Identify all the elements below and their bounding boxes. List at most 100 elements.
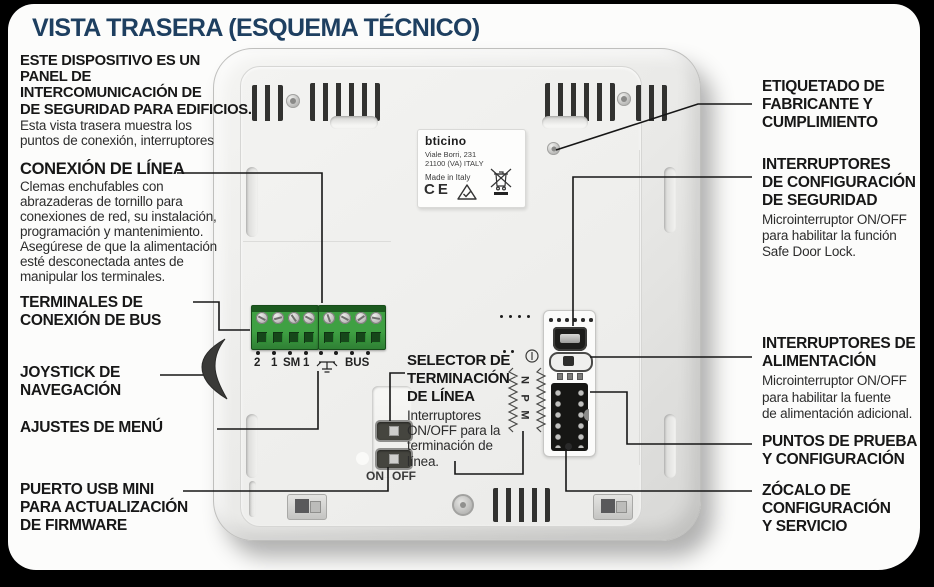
- terminal-screw: [370, 312, 382, 324]
- pin-dot: [549, 318, 553, 322]
- label-conexion-de-linea: CONEXIÓN DE LÍNEA Clemas enchufables con…: [20, 160, 217, 284]
- jumper-letter: P: [518, 394, 531, 402]
- on-label: ON: [366, 469, 384, 483]
- terminal-label: 1: [271, 357, 278, 369]
- intro-note: ESTE DISPOSITIVO ES UN PANEL DE INTERCOM…: [20, 53, 252, 149]
- pin-dot: [565, 318, 569, 322]
- brand-address: Viale Borri, 231 21100 (VA) ITALY: [425, 150, 484, 168]
- wire-slot: [257, 332, 267, 343]
- power-switch: [549, 352, 593, 372]
- terminal-label: 1: [303, 357, 310, 369]
- vent-slots: [636, 85, 667, 121]
- vent-slots: [493, 488, 550, 522]
- address-line: Viale Borri, 231: [425, 150, 477, 159]
- terminal-screw: [272, 312, 284, 324]
- panel-seam: [243, 241, 391, 242]
- pcb-dot: [503, 350, 506, 353]
- pin-dot: [573, 318, 577, 322]
- terminal-screw: [288, 312, 300, 324]
- made-in-text: Made in Italy: [425, 173, 471, 182]
- panel-recess: [542, 116, 588, 129]
- terminal-dot: [319, 351, 323, 355]
- terminal-dot: [334, 351, 338, 355]
- side-recess: [249, 481, 256, 517]
- pin-dot: [589, 318, 593, 322]
- pin-dot: [581, 318, 585, 322]
- pcb-dot: [527, 315, 530, 318]
- terminal-dot: [350, 351, 354, 355]
- side-recess: [246, 414, 258, 478]
- test-point-dot: [565, 443, 572, 450]
- weee-bin-icon: [490, 168, 512, 195]
- terminal-dot: [366, 351, 370, 355]
- label-etiquetado: ETIQUETADO DE FABRICANTE Y CUMPLIMIENTO: [762, 78, 885, 131]
- side-recess: [246, 167, 258, 237]
- terminal-dot: [304, 351, 308, 355]
- terminal-screw: [303, 312, 315, 324]
- bus-terminal-block: [318, 305, 386, 350]
- cert-triangle-icon: [457, 184, 477, 200]
- terminal-screw: [339, 312, 351, 324]
- terminal-screw: [323, 312, 335, 324]
- pcb-dot: [518, 315, 521, 318]
- off-label: OFF: [392, 469, 416, 483]
- terminal-label: 2: [254, 357, 261, 369]
- wire-slot: [340, 332, 350, 343]
- switch-pin: [577, 373, 583, 380]
- wire-slot: [273, 332, 283, 343]
- address-line: 21100 (VA) ITALY: [425, 159, 484, 168]
- pcb-dot: [500, 315, 503, 318]
- label-config-seguridad: INTERRUPTORES DE CONFIGURACIÓN DE SEGURI…: [762, 156, 916, 259]
- terminal-dot: [288, 351, 292, 355]
- pcb-dot: [511, 350, 514, 353]
- switch-pin: [567, 373, 573, 380]
- panel-seam: [639, 150, 640, 465]
- jumper-letter: N: [518, 376, 531, 384]
- label-terminales-bus: TERMINALES DE CONEXIÓN DE BUS: [20, 294, 162, 329]
- wire-slot: [356, 332, 366, 343]
- termination-switch-upper: [375, 420, 413, 442]
- label-zocalo: ZÓCALO DE CONFIGURACIÓN Y SERVICIO: [762, 482, 891, 535]
- terminal-screw: [256, 312, 268, 324]
- terminal-dot: [272, 351, 276, 355]
- wire-slot: [289, 332, 299, 343]
- screw: [547, 142, 560, 155]
- screw: [452, 494, 474, 516]
- screw: [617, 92, 631, 106]
- side-recess: [664, 414, 676, 478]
- mounting-clip: [287, 494, 327, 520]
- mounting-clip: [593, 494, 633, 520]
- screw: [286, 94, 300, 108]
- socket-holes: [554, 388, 562, 448]
- jumper-letter: M: [518, 410, 531, 420]
- ce-mark: CE: [424, 181, 451, 198]
- label-selector-terminacion: SELECTOR DE TERMINACIÓN DE LÍNEA Interru…: [407, 352, 511, 469]
- terminal-dot: [256, 351, 260, 355]
- mini-usb-port: [553, 327, 587, 351]
- brand-logo: bticino: [425, 134, 467, 148]
- manufacturer-label: bticino Viale Borri, 231 21100 (VA) ITAL…: [417, 129, 526, 208]
- panel-recess: [330, 116, 378, 129]
- label-puntos-prueba: PUNTOS DE PRUEBA Y CONFIGURACIÓN: [762, 433, 918, 468]
- label-joystick: JOYSTICK DE NAVEGACIÓN: [20, 364, 121, 399]
- terminal-label: SM: [283, 357, 301, 369]
- configuration-socket: [551, 383, 589, 451]
- vent-slots: [252, 85, 283, 121]
- termination-switch-lower: [375, 448, 413, 470]
- switch-pin: [557, 373, 563, 380]
- page-title: VISTA TRASERA (ESQUEMA TÉCNICO): [32, 14, 480, 42]
- wire-slot: [324, 332, 334, 343]
- label-interruptores-alimentacion: INTERRUPTORES DE ALIMENTACIÓN Microinter…: [762, 335, 916, 421]
- pin-dot: [557, 318, 561, 322]
- terminal-screw: [355, 312, 367, 324]
- panel-hole: [356, 452, 369, 465]
- vent-slots: [310, 83, 380, 121]
- bus-terminal-block: [251, 305, 319, 350]
- service-module: [543, 310, 596, 457]
- label-ajustes-menu: AJUSTES DE MENÚ: [20, 419, 163, 436]
- wire-slot: [371, 332, 381, 343]
- side-recess: [664, 167, 676, 233]
- terminal-label: BUS: [345, 357, 370, 369]
- socket-holes: [577, 388, 585, 448]
